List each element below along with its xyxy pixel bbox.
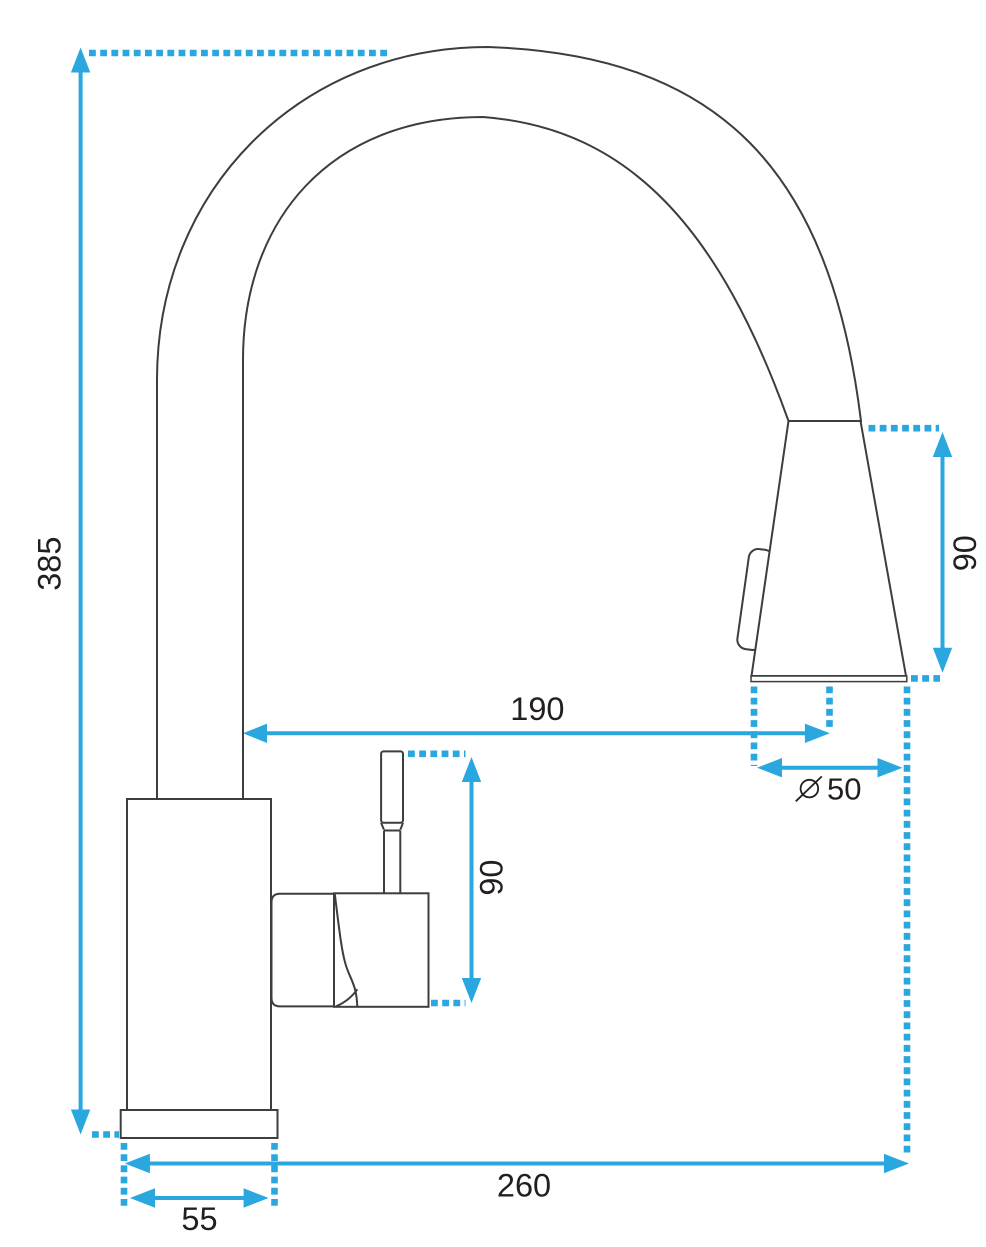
svg-text:260: 260 [497,1168,551,1204]
svg-text:190: 190 [510,691,564,727]
svg-text:385: 385 [31,537,67,591]
svg-text:90: 90 [947,535,983,571]
svg-text:90: 90 [474,860,510,896]
svg-text:55: 55 [181,1201,217,1237]
svg-text:50: 50 [827,772,861,807]
